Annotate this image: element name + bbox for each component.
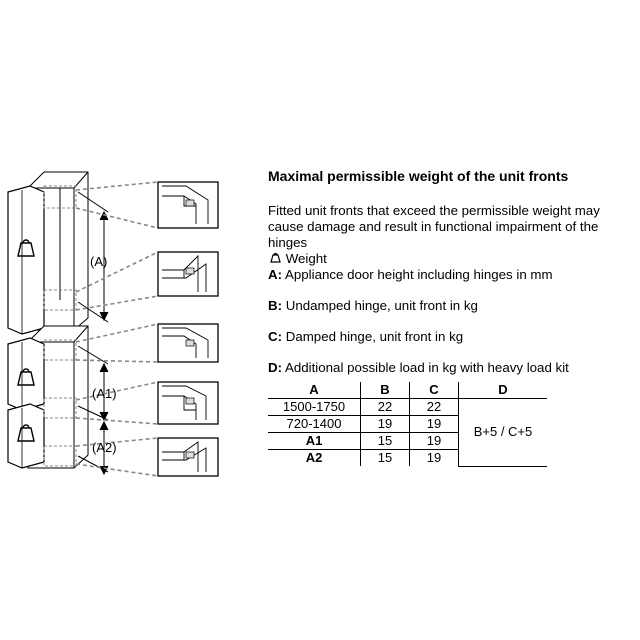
cell-a: 1500-1750 (268, 398, 361, 416)
cell-a: A2 (268, 449, 361, 466)
hinge-detail-2 (157, 251, 219, 297)
header-b: B (360, 382, 410, 399)
label-a2: (A2) (92, 440, 117, 455)
weight-table: A B C D 1500-1750 22 22 B+5 / C+5 720-14… (268, 382, 547, 467)
weight-icon (268, 251, 282, 267)
hinge-detail-5 (157, 437, 219, 477)
legend-b: B: Undamped hinge, unit front in kg (268, 298, 478, 313)
cell-b: 15 (360, 449, 410, 466)
legend-weight: Weight (268, 251, 630, 267)
legend-a: A: Appliance door height including hinge… (268, 267, 553, 282)
text-panel: Maximal permissible weight of the unit f… (268, 168, 630, 376)
table-row: 1500-1750 22 22 B+5 / C+5 (268, 398, 547, 467)
table-row: A2 15 19 (268, 449, 547, 466)
table-row: A1 15 19 (268, 432, 547, 450)
header-c: C (409, 382, 459, 399)
single-door-appliance (7, 171, 89, 335)
cell-b: 15 (360, 432, 410, 450)
table-header-row: A B C D (268, 382, 547, 399)
cell-c: 19 (409, 449, 459, 466)
cell-a: 720-1400 (268, 415, 361, 433)
section-title: Maximal permissible weight of the unit f… (268, 168, 569, 184)
weight-icon-top (17, 239, 35, 257)
double-door-appliance (7, 325, 89, 469)
legend-d: D: Additional possible load in kg with h… (268, 360, 569, 375)
dimension-a1-a2 (77, 345, 109, 476)
weight-icon-upper-door (17, 368, 35, 386)
legend-c: C: Damped hinge, unit front in kg (268, 329, 464, 344)
dimension-a (77, 191, 109, 323)
hinge-detail-4 (157, 381, 219, 425)
header-a: A (268, 382, 361, 399)
label-a1: (A1) (92, 386, 117, 401)
cell-c: 22 (409, 398, 459, 416)
weight-icon-lower-door (17, 424, 35, 442)
cell-c: 19 (409, 415, 459, 433)
cell-d: B+5 / C+5 (458, 398, 547, 467)
cell-c: 19 (409, 432, 459, 450)
intro-text: Fitted unit fronts that exceed the permi… (268, 203, 600, 250)
label-a: (A) (90, 254, 107, 269)
table-row: 720-1400 19 19 (268, 415, 547, 433)
installation-diagram: (A) (A1) (A2) (7, 171, 219, 477)
cell-a: A1 (268, 432, 361, 450)
cell-b: 22 (360, 398, 410, 416)
cell-b: 19 (360, 415, 410, 433)
legend-weight-text: Weight (285, 251, 327, 266)
hinge-detail-1 (157, 181, 219, 229)
hinge-detail-3 (157, 323, 219, 363)
header-d: D (458, 382, 547, 399)
